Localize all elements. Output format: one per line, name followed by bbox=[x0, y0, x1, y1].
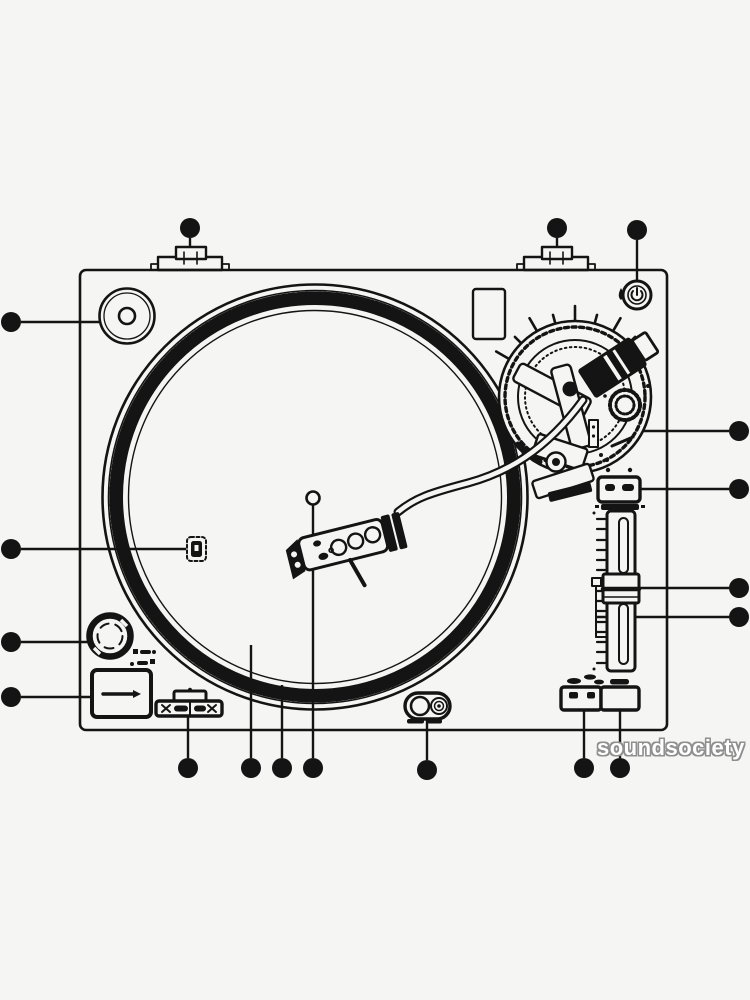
callout-start-stop bbox=[1, 687, 95, 707]
headshell bbox=[285, 512, 408, 588]
cartridge-tip bbox=[285, 539, 306, 580]
callout-pitch-handle bbox=[636, 578, 749, 598]
callout-hinge-right bbox=[547, 218, 567, 249]
counterweight bbox=[578, 331, 660, 398]
callout-target-light bbox=[627, 220, 647, 281]
callout-pitch-reset bbox=[641, 479, 749, 499]
speed-selector bbox=[154, 687, 224, 718]
callout-slipmat-sticker bbox=[1, 539, 186, 559]
callout-speed-45 bbox=[610, 710, 630, 778]
pitch-handle bbox=[600, 572, 642, 605]
watermark-text: soundsociety bbox=[597, 735, 745, 760]
turntable-body bbox=[78, 268, 669, 732]
target-light bbox=[621, 279, 653, 311]
lid-hinge-left bbox=[150, 245, 230, 272]
callout-quartz-lock bbox=[417, 718, 437, 780]
callout-speed-33 bbox=[574, 710, 594, 778]
callout-strobe-rim bbox=[272, 685, 292, 778]
quartz-lock-indicator bbox=[403, 691, 452, 724]
pitch-center-detent bbox=[591, 577, 607, 638]
spindle bbox=[305, 490, 321, 506]
pitch-scale-ticks bbox=[595, 517, 607, 665]
strobe-window bbox=[471, 287, 507, 341]
power-knob bbox=[86, 612, 134, 660]
callout-arm-rest bbox=[630, 421, 749, 441]
start-stop-button bbox=[90, 668, 153, 719]
platter bbox=[101, 283, 529, 711]
callout-power-knob bbox=[1, 632, 92, 652]
pitch-fader bbox=[591, 509, 642, 673]
power-knob-markings bbox=[130, 649, 156, 666]
anti-skate-dial bbox=[603, 384, 650, 422]
45-adapter-holder bbox=[98, 287, 156, 345]
pitch-reset-button bbox=[595, 467, 645, 510]
lamp-icon bbox=[618, 288, 624, 300]
callout-hinge-left bbox=[180, 218, 200, 249]
finger-lift bbox=[348, 557, 367, 588]
callout-speed-selector bbox=[178, 716, 198, 778]
lid-hinge-right bbox=[516, 245, 596, 272]
tonearm bbox=[393, 395, 588, 517]
slipmat-sticker bbox=[186, 536, 207, 562]
tonearm-pivot bbox=[562, 381, 578, 397]
speed-buttons bbox=[559, 674, 641, 712]
speed-button-45 bbox=[599, 685, 641, 712]
callout-platter-mat bbox=[241, 645, 261, 778]
speed-button-33 bbox=[559, 685, 603, 712]
arm-rest bbox=[512, 362, 635, 502]
callout-45-adapter bbox=[1, 312, 101, 332]
